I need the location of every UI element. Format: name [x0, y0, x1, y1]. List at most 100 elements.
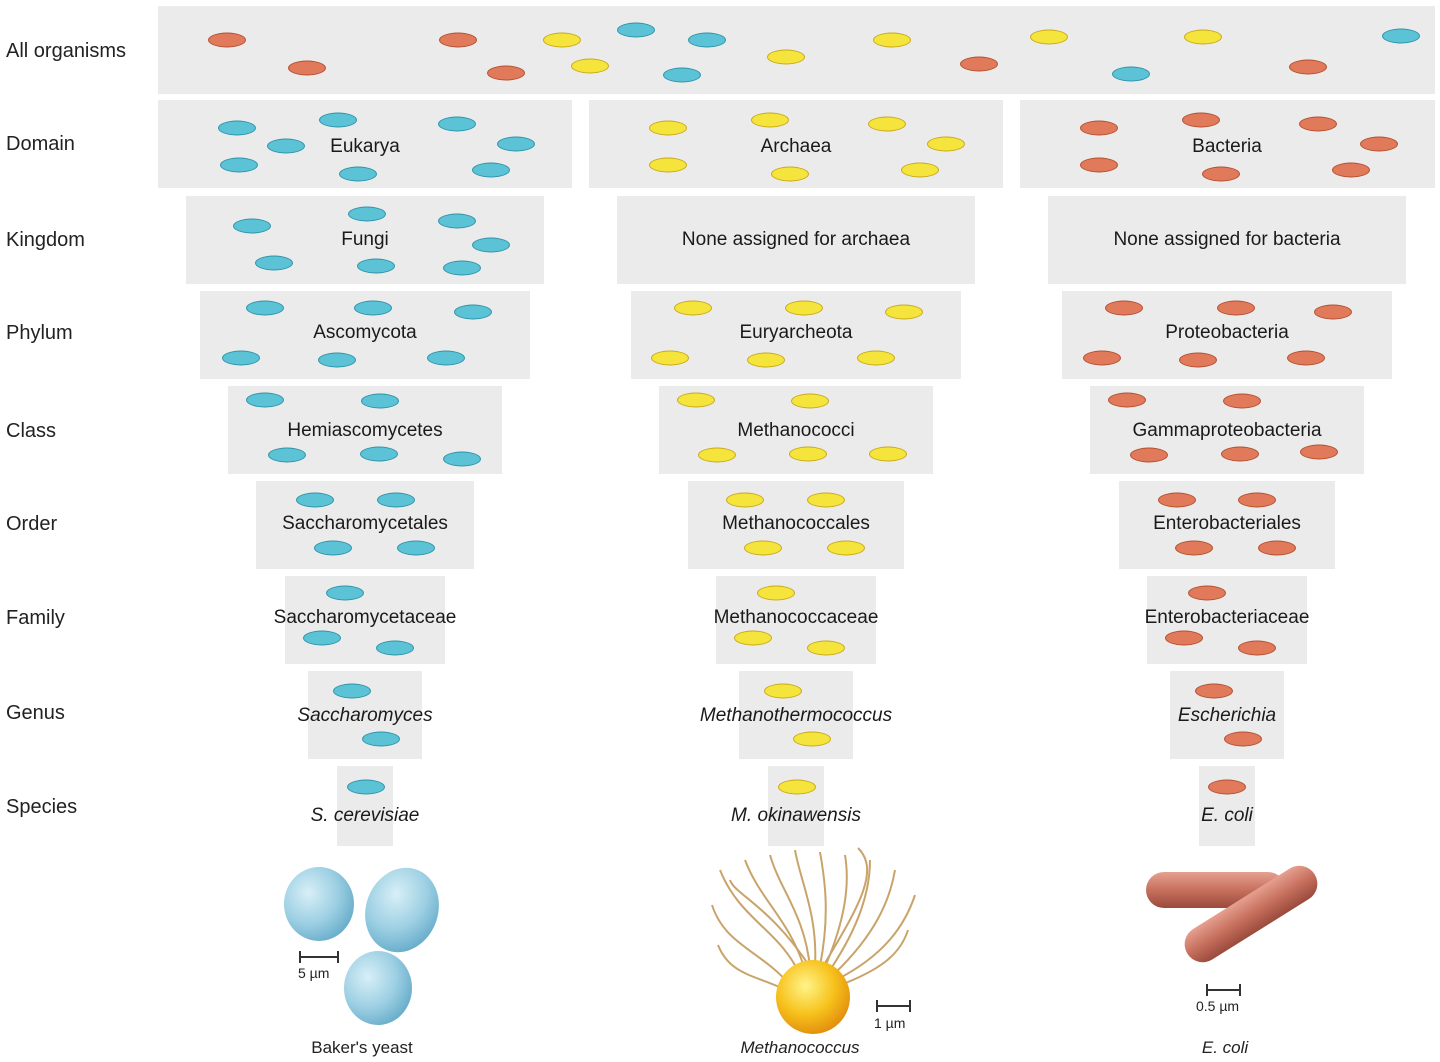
archaea-cell-icon — [677, 392, 715, 408]
bacteria-domain-name: Bacteria — [1192, 136, 1262, 157]
eukarya-family-panel — [285, 576, 445, 664]
eukarya-cell-icon — [1382, 28, 1420, 44]
archaea-cell-icon — [651, 350, 689, 366]
bacteria-cell-icon — [1238, 492, 1276, 508]
archaea-cell-icon — [791, 393, 829, 409]
archaea-cell-icon — [734, 630, 772, 646]
eukarya-phylum-name: Ascomycota — [313, 322, 417, 343]
bacteria-cell-icon — [1165, 630, 1203, 646]
ecoli-scale-bar-icon — [1206, 984, 1241, 996]
eukarya-order-name: Saccharomycetales — [282, 513, 448, 534]
bacteria-cell-icon — [1080, 120, 1118, 136]
bacteria-family-panel — [1147, 576, 1307, 664]
eukarya-cell-icon — [360, 446, 398, 462]
eukarya-cell-icon — [296, 492, 334, 508]
archaea-cell-icon — [868, 116, 906, 132]
archaea-cell-icon — [807, 640, 845, 656]
bacteria-cell-icon — [1175, 540, 1213, 556]
archaea-cell-icon — [1184, 29, 1222, 45]
bacteria-kingdom-name: None assigned for bacteria — [1113, 229, 1341, 250]
eukarya-cell-icon — [319, 112, 357, 128]
archaea-cell-icon — [698, 447, 736, 463]
eukarya-cell-icon — [472, 237, 510, 253]
archaea-cell-icon — [649, 120, 687, 136]
eukarya-cell-icon — [339, 166, 377, 182]
bacteria-cell-icon — [1287, 350, 1325, 366]
archaea-cell-icon — [827, 540, 865, 556]
eukarya-kingdom-name: Fungi — [341, 229, 389, 250]
eukarya-class-name: Hemiascomycetes — [287, 420, 443, 441]
row-label-species: Species — [6, 796, 78, 818]
bacteria-cell-icon — [960, 56, 998, 72]
eukarya-domain-name: Eukarya — [330, 136, 400, 157]
archaea-cell-icon — [571, 58, 609, 74]
eukarya-cell-icon — [314, 540, 352, 556]
eukarya-cell-icon — [220, 157, 258, 173]
yeast-caption: Baker's yeast — [311, 1038, 413, 1057]
archaea-order-panel — [688, 481, 904, 569]
bacteria-cell-icon — [288, 60, 326, 76]
bacteria-phylum-name: Proteobacteria — [1165, 322, 1289, 343]
eukarya-cell-icon — [497, 136, 535, 152]
eukarya-cell-icon — [663, 67, 701, 83]
bacteria-cell-icon — [1314, 304, 1352, 320]
eukarya-cell-icon — [377, 492, 415, 508]
archaea-cell-icon — [778, 779, 816, 795]
eukarya-order-panel — [256, 481, 474, 569]
bacteria-cell-icon — [439, 32, 477, 48]
row-label-phylum: Phylum — [6, 322, 73, 344]
yeast-scale-bar-icon — [299, 951, 339, 963]
bacteria-cell-icon — [1202, 166, 1240, 182]
eukarya-cell-icon — [267, 138, 305, 154]
bacteria-cell-icon — [1188, 585, 1226, 601]
archaea-cell-icon — [1030, 29, 1068, 45]
bacteria-cell-icon — [1130, 447, 1168, 463]
eukarya-cell-icon — [361, 393, 399, 409]
archaea-cell-icon — [927, 136, 965, 152]
archaea-phylum-name: Euryarcheota — [739, 322, 853, 343]
bacteria-cell-icon — [1360, 136, 1398, 152]
archaea-cell-icon — [793, 731, 831, 747]
bacteria-cell-icon — [1223, 393, 1261, 409]
ecoli-rods-icon — [1146, 865, 1318, 963]
bacteria-cell-icon — [1080, 157, 1118, 173]
archaea-cell-icon — [764, 683, 802, 699]
bacteria-cell-icon — [1299, 116, 1337, 132]
bacteria-cell-icon — [1217, 300, 1255, 316]
eukarya-cell-icon — [268, 447, 306, 463]
archaea-cell-icon — [869, 446, 907, 462]
eukarya-cell-icon — [443, 451, 481, 467]
eukarya-cell-icon — [222, 350, 260, 366]
archaea-cell-icon — [873, 32, 911, 48]
eukarya-cell-icon — [472, 162, 510, 178]
bacteria-cell-icon — [1195, 683, 1233, 699]
ecoli-scale-label: 0.5 µm — [1196, 998, 1240, 1014]
row-label-family: Family — [6, 607, 65, 629]
bacteria-cell-icon — [1238, 640, 1276, 656]
archaea-genus-name: Methanothermococcus — [699, 705, 893, 726]
archaea-cell-icon — [885, 304, 923, 320]
bacteria-cell-icon — [1224, 731, 1262, 747]
archaea-family-panel — [716, 576, 876, 664]
archaea-cell-icon — [807, 492, 845, 508]
archaea-cell-icon — [757, 585, 795, 601]
methanococcus-cell-icon — [776, 960, 850, 1034]
methanococcus-scale-label: 1 µm — [874, 1015, 906, 1031]
bacteria-cell-icon — [1108, 392, 1146, 408]
eukarya-cell-icon — [303, 630, 341, 646]
archaea-cell-icon — [726, 492, 764, 508]
archaea-cell-icon — [751, 112, 789, 128]
bacteria-cell-icon — [1300, 444, 1338, 460]
bacteria-cell-icon — [208, 32, 246, 48]
bacteria-cell-icon — [1179, 352, 1217, 368]
eukarya-cell-icon — [362, 731, 400, 747]
eukarya-genus-name: Saccharomyces — [297, 705, 433, 726]
archaea-cell-icon — [767, 49, 805, 65]
eukarya-cell-icon — [233, 218, 271, 234]
eukarya-cell-icon — [438, 116, 476, 132]
archaea-cell-icon — [785, 300, 823, 316]
archaea-cell-icon — [771, 166, 809, 182]
methanococcus-flagella-icon — [711, 847, 916, 991]
bacteria-cell-icon — [1158, 492, 1196, 508]
bacteria-genus-name: Escherichia — [1177, 705, 1277, 726]
